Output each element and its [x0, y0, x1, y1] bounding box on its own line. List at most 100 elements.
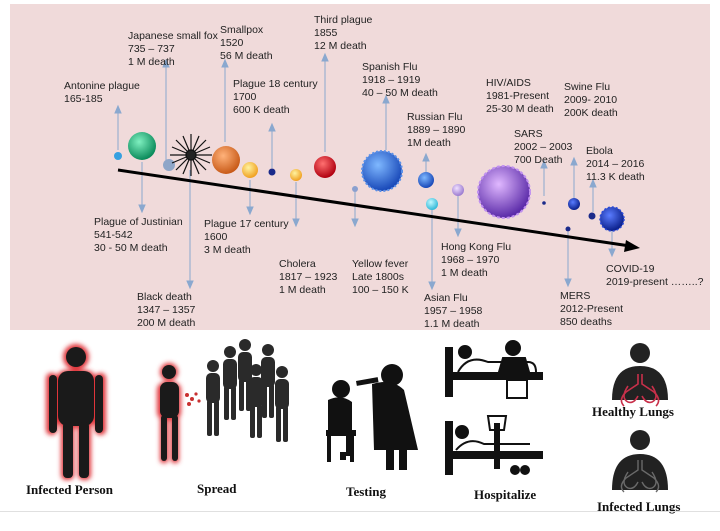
- event-deaths: 25-30 M death: [486, 103, 554, 115]
- event-deaths: 200K death: [564, 107, 618, 119]
- event-years: 1855: [314, 27, 338, 39]
- step-label-healthy-lungs: Healthy Lungs: [592, 404, 674, 419]
- event-name: Third plague: [314, 14, 373, 26]
- hospitalize-icon: [445, 340, 543, 475]
- event-name: Hong Kong Flu: [441, 241, 512, 253]
- event-sars: SARS 2002 – 2003 700 Death: [514, 128, 572, 167]
- event-name: Plague of Justinian: [94, 216, 183, 228]
- event-name: Japanese small fox: [128, 30, 218, 42]
- timeline-arrowhead: [624, 240, 640, 252]
- bottom-divider: [0, 511, 720, 512]
- event-black-death: Black death 1347 – 1357 200 M death: [137, 291, 195, 330]
- connector-lines: [114, 52, 616, 291]
- event-name: Plague 17 century: [204, 218, 289, 230]
- event-name: HIV/AIDS: [486, 77, 531, 89]
- event-deaths: 100 – 150 K: [352, 284, 409, 296]
- timeline-axis: [117, 168, 631, 248]
- step-label-spread: Spread: [197, 481, 237, 496]
- event-yellow-fever: Yellow fever Late 1800s 100 – 150 K: [352, 258, 409, 297]
- japanese-pathogen-icon: [163, 159, 175, 171]
- event-russian-flu: Russian Flu 1889 – 1890 1M death: [407, 111, 465, 150]
- antonine-pathogen-icon: [114, 152, 122, 160]
- event-years: 1918 – 1919: [362, 74, 421, 86]
- event-years: 2019-present ……..?: [606, 276, 704, 288]
- event-hiv-aids: HIV/AIDS 1981-Present 25-30 M death: [486, 77, 554, 116]
- black-death-pathogen-icon: [170, 134, 212, 176]
- ebola-pathogen-icon: [588, 212, 596, 220]
- event-third-plague: Third plague 1855 12 M death: [314, 14, 372, 53]
- asian-flu-pathogen-icon: [426, 198, 438, 210]
- pandemic-timeline-panel: [10, 4, 710, 330]
- event-swine-flu: Swine Flu 2009- 2010 200K death: [564, 81, 618, 120]
- event-name: Spanish Flu: [362, 61, 418, 73]
- event-plague-18-century: Plague 18 century 1700 600 K death: [233, 78, 318, 117]
- event-years: 1981-Present: [486, 90, 550, 102]
- event-deaths: 850 deaths: [560, 316, 612, 328]
- event-name: Cholera: [279, 258, 316, 270]
- event-years: 735 – 737: [128, 43, 175, 55]
- hiv-pathogen-icon: [477, 165, 531, 219]
- event-years: 165-185: [64, 93, 103, 105]
- infected-lungs-icon: [612, 430, 668, 493]
- event-smallpox: Smallpox 1520 56 M death: [220, 24, 273, 63]
- step-label-infected-lungs: Infected Lungs: [597, 499, 681, 514]
- event-name: Swine Flu: [564, 81, 611, 93]
- event-mers: MERS 2012-Present 850 deaths: [560, 290, 623, 329]
- event-deaths: 1 M death: [279, 284, 326, 296]
- event-years: 1700: [233, 91, 257, 103]
- event-deaths: 40 – 50 M death: [362, 87, 438, 99]
- step-label-testing: Testing: [346, 484, 386, 499]
- event-antonine: Antonine plague 165-185: [64, 80, 140, 106]
- event-deaths: 1 M death: [128, 56, 175, 68]
- event-name: Yellow fever: [352, 258, 409, 270]
- event-deaths: 1.1 M death: [424, 318, 480, 330]
- smallpox-pathogen-icon: [212, 146, 240, 174]
- event-deaths: 12 M death: [314, 40, 367, 52]
- infected-person-icon: [46, 344, 106, 480]
- event-years: 1889 – 1890: [407, 124, 466, 136]
- plague17-pathogen-icon: [242, 162, 258, 178]
- event-years: 1957 – 1958: [424, 305, 483, 317]
- cholera-pathogen-icon: [290, 169, 302, 181]
- event-spanish-flu: Spanish Flu 1918 – 1919 40 – 50 M death: [362, 61, 438, 100]
- event-deaths: 700 Death: [514, 154, 563, 166]
- event-name: COVID-19: [606, 263, 655, 275]
- event-name: Antonine plague: [64, 80, 140, 92]
- event-name: Smallpox: [220, 24, 264, 36]
- testing-icon: [326, 364, 418, 470]
- plague18-pathogen-icon: [268, 168, 276, 176]
- event-years: 2012-Present: [560, 303, 624, 315]
- covid-pathogen-icon: [599, 206, 625, 232]
- healthy-lungs-icon: [612, 343, 668, 407]
- third-plague-pathogen-icon: [314, 156, 336, 178]
- sars-pathogen-icon: [542, 201, 546, 205]
- event-deaths: 1 M death: [441, 267, 488, 279]
- event-name: Black death: [137, 291, 192, 303]
- mers-pathogen-icon: [565, 226, 571, 232]
- event-japanese-small-fox: Japanese small fox 735 – 737 1 M death: [128, 30, 218, 69]
- yellow-fever-pathogen-icon: [352, 186, 358, 192]
- event-name: Asian Flu: [424, 292, 468, 304]
- event-deaths: 11.3 K death: [586, 171, 645, 183]
- event-years: 1817 – 1923: [279, 271, 338, 283]
- event-years: 541-542: [94, 229, 133, 241]
- event-plague-17-century: Plague 17 century 1600 3 M death: [204, 218, 289, 257]
- event-name: Ebola: [586, 145, 613, 157]
- pathogen-spheres: [114, 132, 625, 232]
- event-years: 1600: [204, 231, 228, 243]
- event-covid-19: COVID-19 2019-present ……..?: [606, 263, 703, 289]
- event-deaths: 200 M death: [137, 317, 196, 329]
- spanish-flu-pathogen-icon: [361, 150, 403, 192]
- justinian-pathogen-icon: [128, 132, 156, 160]
- event-years: Late 1800s: [352, 271, 404, 283]
- event-years: 2002 – 2003: [514, 141, 573, 153]
- event-name: Russian Flu: [407, 111, 463, 123]
- event-deaths: 30 - 50 M death: [94, 242, 168, 254]
- event-name: MERS: [560, 290, 591, 302]
- step-label-hospitalize: Hospitalize: [474, 487, 537, 502]
- event-deaths: 1M death: [407, 137, 451, 149]
- event-years: 1347 – 1357: [137, 304, 196, 316]
- event-years: 1968 – 1970: [441, 254, 500, 266]
- event-years: 1520: [220, 37, 244, 49]
- timeline-graphics: [114, 52, 640, 291]
